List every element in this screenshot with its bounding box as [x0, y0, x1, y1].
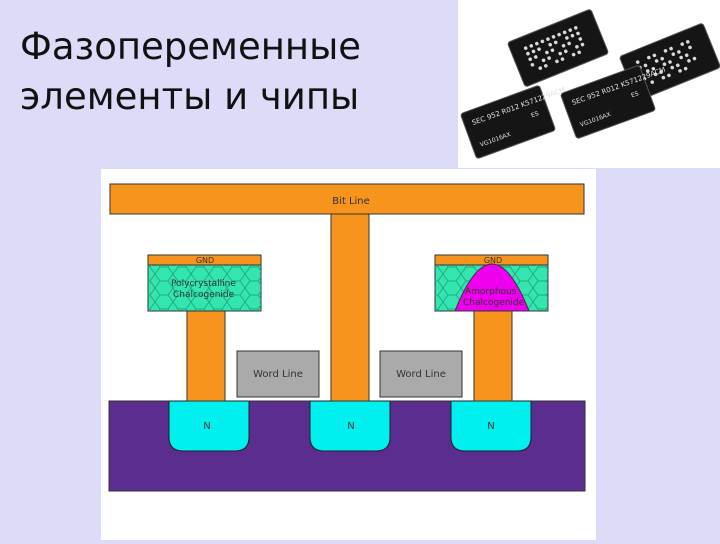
gnd-right-label: GND [484, 256, 502, 265]
word-line-left [236, 350, 320, 398]
n-well-left [168, 400, 250, 452]
poly-label-line-1: Polycrystalline [171, 279, 236, 289]
amorph-label-line-1: Amorphous [465, 287, 517, 297]
word-line-right-label: Word Line [396, 369, 446, 380]
left-heater-post [186, 310, 226, 402]
n-well-right [450, 400, 532, 452]
title-line-1: Фазопеременные [20, 25, 362, 68]
chip-bottom-left: SEC 952 R012 K571229ACM VG1016AX ES [460, 85, 567, 159]
n-label-center: N [347, 421, 354, 432]
bit-line [109, 183, 585, 215]
right-heater-post [473, 310, 513, 402]
slide-title: Фазопеременные элементы и чипы [20, 22, 440, 122]
bit-line-label: Bit Line [332, 196, 370, 207]
chip-es-marking: ES [630, 90, 640, 99]
polycrystalline-texture [148, 265, 261, 311]
poly-label-line-2: Chalcogenide [173, 290, 235, 300]
pcm-cell-diagram: N N N Bit Line GND Polycrystalline Chalc… [101, 169, 596, 540]
amorph-label-line-2: Chalcogenide [463, 298, 525, 308]
chip-top-left [507, 9, 609, 87]
chips-illustration: SEC 952 R012 K571229ACM VG1016AX ES SEC … [460, 9, 720, 159]
n-well-center [309, 400, 391, 452]
n-label-left: N [203, 421, 210, 432]
title-line-2: элементы и чипы [20, 75, 360, 118]
word-line-left-label: Word Line [253, 369, 303, 380]
chip-es-marking: ES [530, 110, 540, 119]
word-line-right [379, 350, 463, 398]
center-contact [330, 213, 370, 402]
n-label-right: N [487, 421, 494, 432]
gnd-left-label: GND [196, 256, 214, 265]
chip-bottom-right: SEC 952 R012 K571229ACM VG1016AX ES [560, 65, 667, 139]
chips-photo: SEC 952 R012 K571229ACM VG1016AX ES SEC … [458, 0, 720, 168]
amorphous-region [454, 263, 530, 312]
